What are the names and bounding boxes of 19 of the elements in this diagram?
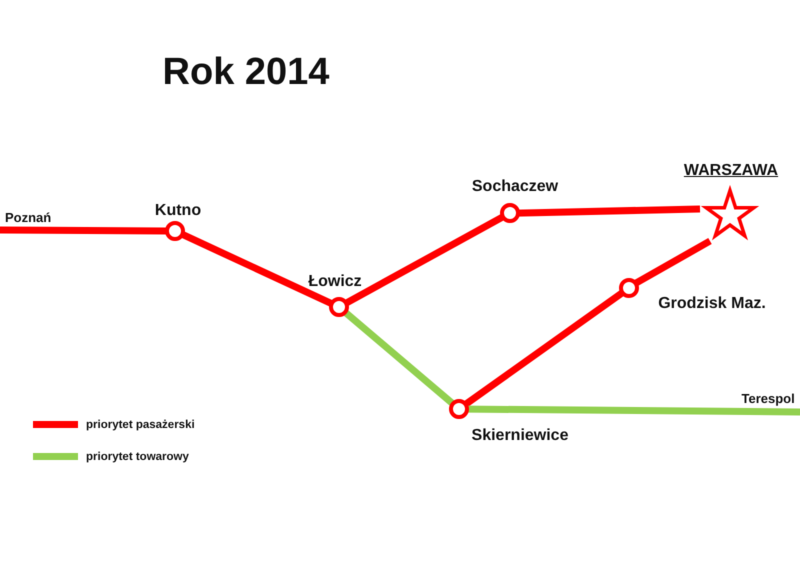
station-name: Łowicz <box>308 273 362 291</box>
station-name: Grodzisk Maz. <box>658 294 766 312</box>
legend-text: priorytet pasażerski <box>86 418 195 432</box>
rail-line <box>180 231 334 307</box>
rail-line <box>344 214 505 306</box>
title: Rok 2014 <box>162 50 330 94</box>
station-name: Sochaczew <box>472 178 558 196</box>
destination-name: Terespol <box>742 390 800 408</box>
rail-line <box>466 406 800 416</box>
rail-line <box>0 226 168 234</box>
station-name: Kutno <box>154 202 202 220</box>
rail-line <box>634 238 712 286</box>
station-name: Skierniewice <box>472 427 568 445</box>
destination-name: Poznań <box>0 210 52 226</box>
rail-line <box>518 206 700 217</box>
legend-text: priorytet towarowy <box>86 450 189 464</box>
station-name: WARSZAWA <box>684 162 778 180</box>
rail-line <box>342 310 456 406</box>
rail-line <box>463 290 625 408</box>
